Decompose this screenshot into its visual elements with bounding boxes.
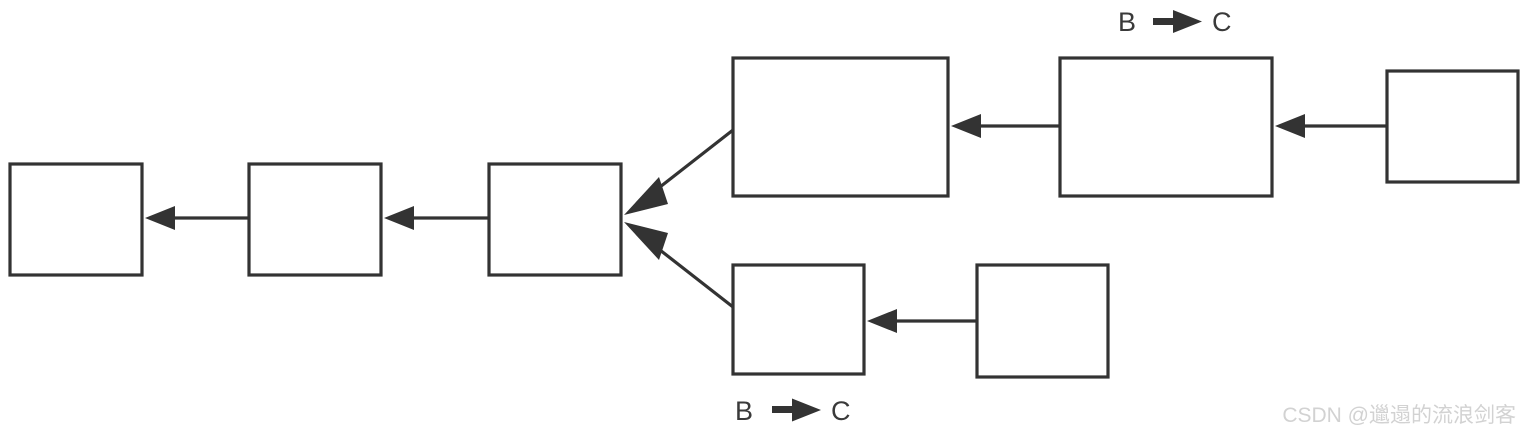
node-box-3[interactable] [487, 162, 623, 277]
edge-line [650, 128, 734, 196]
edge-n2-to-n1 [145, 206, 249, 230]
edge-arrowhead [867, 309, 897, 333]
edge-line [650, 241, 734, 309]
node-box-5[interactable] [1058, 56, 1274, 198]
legend-bottom-to: C [831, 396, 851, 426]
edge-n8-to-n7 [867, 309, 977, 333]
edge-arrowhead [384, 206, 414, 230]
legend-bottom-from: B [735, 396, 753, 426]
edge-n5-to-n4 [951, 114, 1060, 138]
node-box-1[interactable] [8, 162, 144, 277]
node-box-6[interactable] [1385, 69, 1520, 184]
node-box-8[interactable] [975, 263, 1110, 379]
node-box-2[interactable] [247, 162, 383, 277]
node-box-4[interactable] [731, 56, 950, 198]
edge-arrowhead [1275, 114, 1305, 138]
legend-label-top: B C [1118, 7, 1232, 37]
legend-top-from: B [1118, 7, 1136, 37]
node-box-7[interactable] [731, 263, 866, 376]
legend-top-to: C [1212, 7, 1232, 37]
edge-arrowhead [624, 222, 668, 260]
edge-n7-to-n3 [624, 222, 734, 309]
arrow-right-icon [772, 398, 821, 422]
watermark: CSDN @邋遢的流浪剑客 [1282, 404, 1516, 427]
edge-n4-to-n3 [624, 128, 734, 215]
edge-n3-to-n2 [384, 206, 489, 230]
edge-arrowhead [145, 206, 175, 230]
edge-arrowhead [624, 177, 668, 215]
arrow-right-icon [1153, 10, 1202, 33]
edge-n6-to-n5 [1275, 114, 1387, 138]
legend-label-bottom: B C [735, 396, 851, 426]
edge-arrowhead [951, 114, 981, 138]
